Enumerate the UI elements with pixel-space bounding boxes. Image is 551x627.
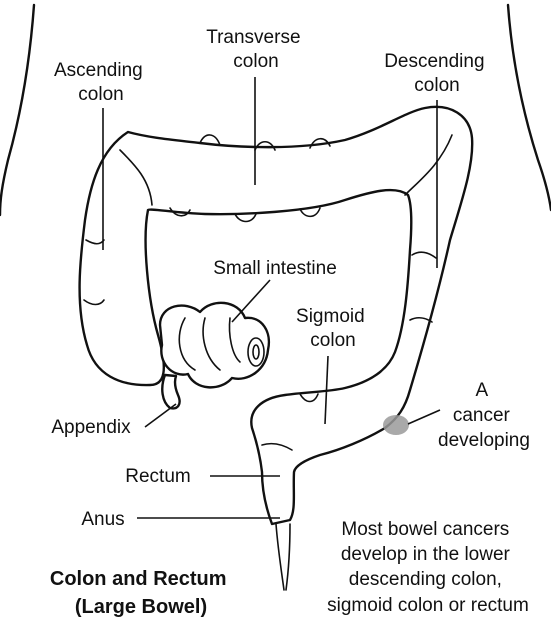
- appendix-shape: [162, 375, 179, 408]
- label-line: cancer: [453, 405, 511, 426]
- label-line: Ascending: [54, 60, 143, 81]
- label-anus: Anus: [81, 509, 124, 530]
- note-line: Most bowel cancers: [341, 519, 509, 540]
- label-line: colon: [310, 330, 355, 351]
- label-line: Anus: [81, 509, 124, 530]
- title-line: Colon and Rectum: [50, 568, 227, 590]
- label-appendix: Appendix: [51, 417, 131, 438]
- title-line: (Large Bowel): [75, 596, 207, 618]
- note-line: develop in the lower: [341, 544, 511, 565]
- label-rectum: Rectum: [125, 466, 190, 487]
- label-line: Appendix: [51, 417, 131, 438]
- label-transverse-colon: Transverse colon: [206, 27, 306, 72]
- label-line: colon: [414, 75, 459, 96]
- label-small-intestine: Small intestine: [213, 258, 337, 279]
- small-intestine-shape: [160, 303, 269, 388]
- diagram-title: Colon and Rectum (Large Bowel): [50, 568, 232, 618]
- note-line: sigmoid colon or rectum: [327, 595, 529, 616]
- label-line: Descending: [384, 51, 484, 72]
- label-sigmoid-colon: Sigmoid colon: [296, 306, 370, 351]
- label-line: A: [476, 380, 489, 401]
- anal-canal: [276, 524, 290, 590]
- label-line: Rectum: [125, 466, 190, 487]
- label-line: colon: [78, 84, 123, 105]
- label-line: developing: [438, 430, 530, 451]
- label-ascending-colon: Ascending colon: [54, 60, 148, 105]
- label-line: colon: [233, 51, 278, 72]
- label-line: Sigmoid: [296, 306, 365, 327]
- large-bowel: [80, 107, 473, 524]
- explanatory-note: Most bowel cancers develop in the lower …: [327, 519, 529, 616]
- label-line: Small intestine: [213, 258, 337, 279]
- tumour-mark: [383, 415, 409, 435]
- label-line: Transverse: [206, 27, 300, 48]
- note-line: descending colon,: [349, 569, 502, 590]
- label-cancer: A cancer developing: [438, 380, 530, 451]
- label-descending-colon: Descending colon: [384, 51, 490, 96]
